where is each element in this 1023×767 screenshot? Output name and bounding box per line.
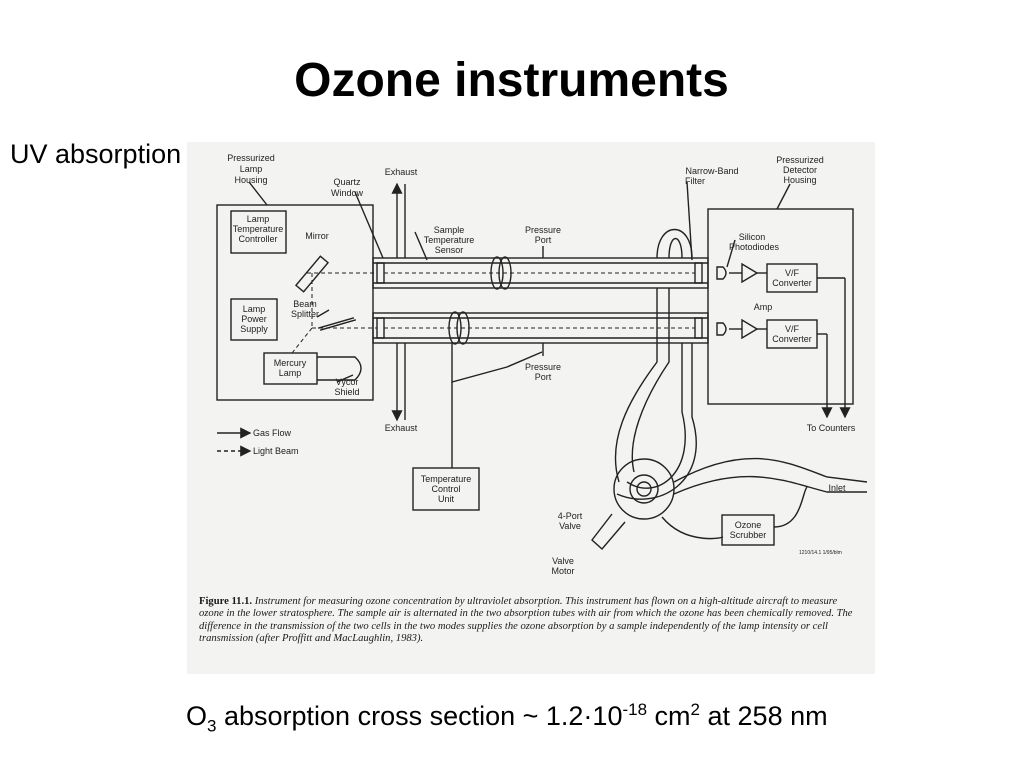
mercury-lamp-box <box>263 352 318 385</box>
caption-text: Instrument for measuring ozone concentra… <box>199 596 853 645</box>
label-exhaust-top: Exhaust <box>385 167 418 177</box>
formula-suffix: at 258 nm <box>700 701 828 731</box>
label-amp: Amp <box>754 302 773 312</box>
label-exhaust-bottom: Exhaust <box>385 423 418 433</box>
detector-housing-box <box>707 208 854 405</box>
four-port-valve-ring <box>629 474 659 504</box>
cross-section-formula: O3 absorption cross section ~ 1.2·10-18 … <box>186 693 828 743</box>
legend-gas-flow: Gas Flow <box>253 428 292 438</box>
legend-light-beam: Light Beam <box>253 446 299 456</box>
vycor-shield-shape <box>317 356 362 381</box>
formula-unit-exponent: 2 <box>690 700 701 719</box>
formula-species-subscript: 3 <box>207 716 217 736</box>
label-to-counters: To Counters <box>807 423 856 433</box>
lamp-power-supply-box <box>230 298 278 341</box>
slide-subtitle: UV absorption <box>10 139 182 169</box>
label-inlet: Inlet <box>828 483 846 493</box>
figure-caption: Figure 11.1. Instrument for measuring oz… <box>199 596 863 646</box>
formula-text: absorption cross section ~ 1.2·10 <box>216 701 623 731</box>
formula-exponent: -18 <box>622 700 648 719</box>
formula-unit: cm <box>647 701 691 731</box>
temperature-control-unit-box <box>412 467 480 511</box>
formula-species: O <box>186 701 208 731</box>
figure-code: 1210/14.1 1/95/blm <box>799 550 842 556</box>
absorption-tube-2 <box>372 312 709 344</box>
lamp-housing-box <box>216 204 374 401</box>
ozone-scrubber-box <box>721 514 775 546</box>
four-port-valve-outer <box>613 458 675 520</box>
lamp-temperature-controller-box <box>230 210 287 254</box>
caption-label: Figure 11.1. <box>199 596 253 607</box>
label-mirror: Mirror <box>305 231 329 241</box>
slide-title: Ozone instruments <box>294 54 729 107</box>
